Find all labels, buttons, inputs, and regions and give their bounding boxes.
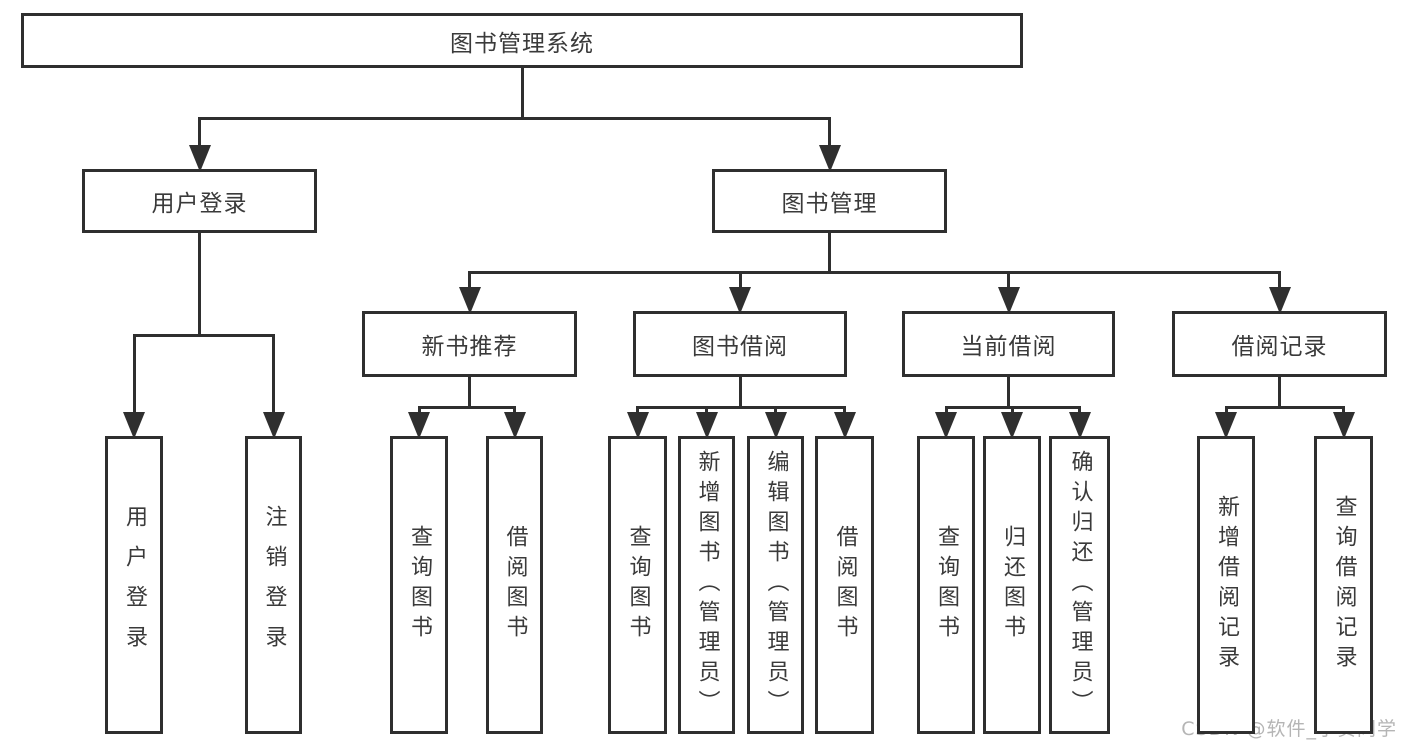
arrowhead-icon bbox=[729, 287, 751, 314]
node-leaf-new-borrow: 借阅图书 bbox=[486, 436, 543, 734]
arrowhead-icon bbox=[262, 412, 285, 439]
connector-line bbox=[828, 118, 831, 145]
node-leaf-bb-borrow: 借阅图书 bbox=[815, 436, 874, 734]
arrowhead-icon bbox=[123, 412, 145, 439]
arrowhead-icon bbox=[1215, 412, 1237, 439]
connector-line bbox=[468, 272, 471, 287]
connector-line bbox=[1078, 407, 1081, 412]
arrowhead-icon bbox=[1268, 287, 1291, 314]
arrowhead-icon bbox=[833, 412, 856, 439]
node-cur-borrow: 当前借阅 bbox=[902, 311, 1115, 377]
arrowhead-icon bbox=[695, 412, 718, 439]
node-bk-borrow: 图书借阅 bbox=[633, 311, 847, 377]
node-leaf-user-login: 用户登录 bbox=[105, 436, 163, 734]
connector-line bbox=[843, 407, 846, 412]
node-leaf-bb-edit: 编辑图书（管理员） bbox=[747, 436, 804, 734]
connector-line bbox=[1278, 272, 1281, 287]
connector-line bbox=[272, 335, 275, 412]
arrowhead-icon bbox=[188, 145, 211, 172]
node-leaf-bb-add: 新增图书（管理员） bbox=[678, 436, 735, 734]
arrowhead-icon bbox=[1001, 412, 1023, 439]
node-leaf-bb-query: 查询图书 bbox=[608, 436, 667, 734]
node-rec-new: 新书推荐 bbox=[362, 311, 577, 377]
connector-line bbox=[1007, 377, 1010, 409]
node-leaf-cb-return: 归还图书 bbox=[983, 436, 1041, 734]
node-leaf-cb-confirm: 确认归还（管理员） bbox=[1049, 436, 1110, 734]
arrowhead-icon bbox=[764, 412, 787, 439]
connector-line bbox=[1010, 407, 1014, 412]
connector-line bbox=[738, 377, 742, 409]
arrowhead-icon bbox=[408, 412, 430, 439]
connector-line bbox=[513, 407, 516, 412]
node-root: 图书管理系统 bbox=[21, 13, 1023, 68]
connector-line bbox=[1224, 407, 1228, 412]
connector-line bbox=[944, 407, 948, 412]
connector-line bbox=[132, 333, 275, 337]
connector-line bbox=[198, 118, 201, 145]
node-login: 用户登录 bbox=[82, 169, 317, 233]
connector-line bbox=[468, 377, 471, 409]
arrowhead-icon bbox=[818, 145, 841, 172]
connector-line bbox=[705, 407, 708, 412]
connector-line bbox=[1278, 377, 1281, 409]
connector-line bbox=[468, 270, 1281, 274]
arrowhead-icon bbox=[997, 287, 1020, 314]
node-mgmt: 图书管理 bbox=[712, 169, 947, 233]
connector-line bbox=[738, 272, 742, 287]
connector-line bbox=[1007, 272, 1010, 287]
node-leaf-br-query: 查询借阅记录 bbox=[1314, 436, 1373, 734]
connector-line bbox=[1342, 407, 1345, 412]
node-leaf-br-add: 新增借阅记录 bbox=[1197, 436, 1255, 734]
connector-line bbox=[636, 407, 639, 412]
node-leaf-cb-query: 查询图书 bbox=[917, 436, 975, 734]
connector-line bbox=[636, 405, 846, 409]
arrowhead-icon bbox=[626, 412, 649, 439]
arrowhead-icon bbox=[458, 287, 481, 314]
arrowhead-icon bbox=[503, 412, 526, 439]
node-leaf-logout: 注销登录 bbox=[245, 436, 302, 734]
node-leaf-new-query: 查询图书 bbox=[390, 436, 448, 734]
connector-line bbox=[520, 68, 524, 120]
connector-line bbox=[198, 233, 201, 337]
connector-line bbox=[417, 405, 516, 409]
connector-line bbox=[132, 335, 136, 412]
connector-line bbox=[198, 116, 831, 120]
connector-line bbox=[828, 233, 831, 274]
arrowhead-icon bbox=[1332, 412, 1355, 439]
arrowhead-icon bbox=[935, 412, 957, 439]
arrowhead-icon bbox=[1068, 412, 1091, 439]
node-borrow-rec: 借阅记录 bbox=[1172, 311, 1387, 377]
connector-line bbox=[417, 407, 421, 412]
connector-line bbox=[774, 407, 777, 412]
connector-line bbox=[1224, 405, 1345, 409]
